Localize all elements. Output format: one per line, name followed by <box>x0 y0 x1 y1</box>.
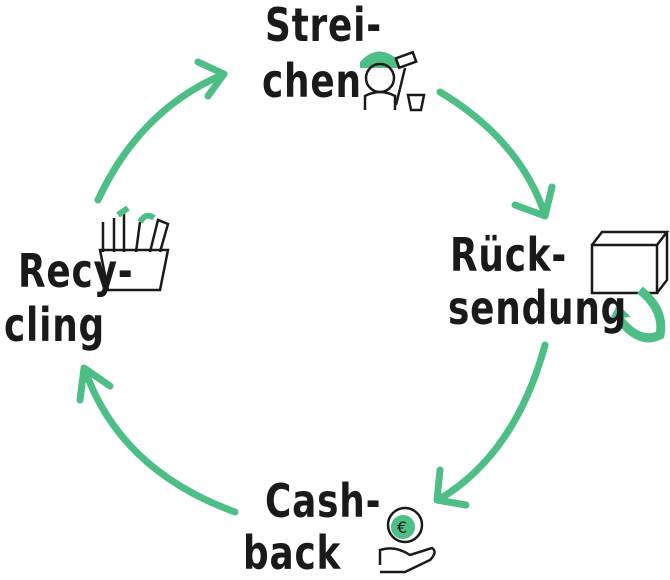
step-cashback-line2: back <box>243 526 342 580</box>
step-ruecksendung-line2: sendung <box>448 281 628 335</box>
return-box-icon <box>590 230 670 343</box>
arrow-ruecksendung-to-cashback <box>433 341 549 509</box>
euro-hand-icon: € <box>378 506 436 574</box>
arrow-recycling-to-streichen <box>94 58 228 204</box>
pencil-cup-icon <box>98 205 170 292</box>
arrow-cashback-to-recycling <box>76 364 239 516</box>
arrow-streichen-to-ruecksendung <box>436 88 556 220</box>
svg-text:€: € <box>397 518 407 537</box>
step-recycling-line2: cling <box>4 298 105 352</box>
step-recycling-line1: Recy- <box>18 244 134 298</box>
step-cashback-line1: Cash- <box>265 474 382 528</box>
painter-icon <box>360 50 426 112</box>
step-ruecksendung-line1: Rück- <box>450 228 568 282</box>
step-streichen-line1: Strei- <box>265 0 382 52</box>
step-streichen-line2: chen <box>262 54 362 108</box>
